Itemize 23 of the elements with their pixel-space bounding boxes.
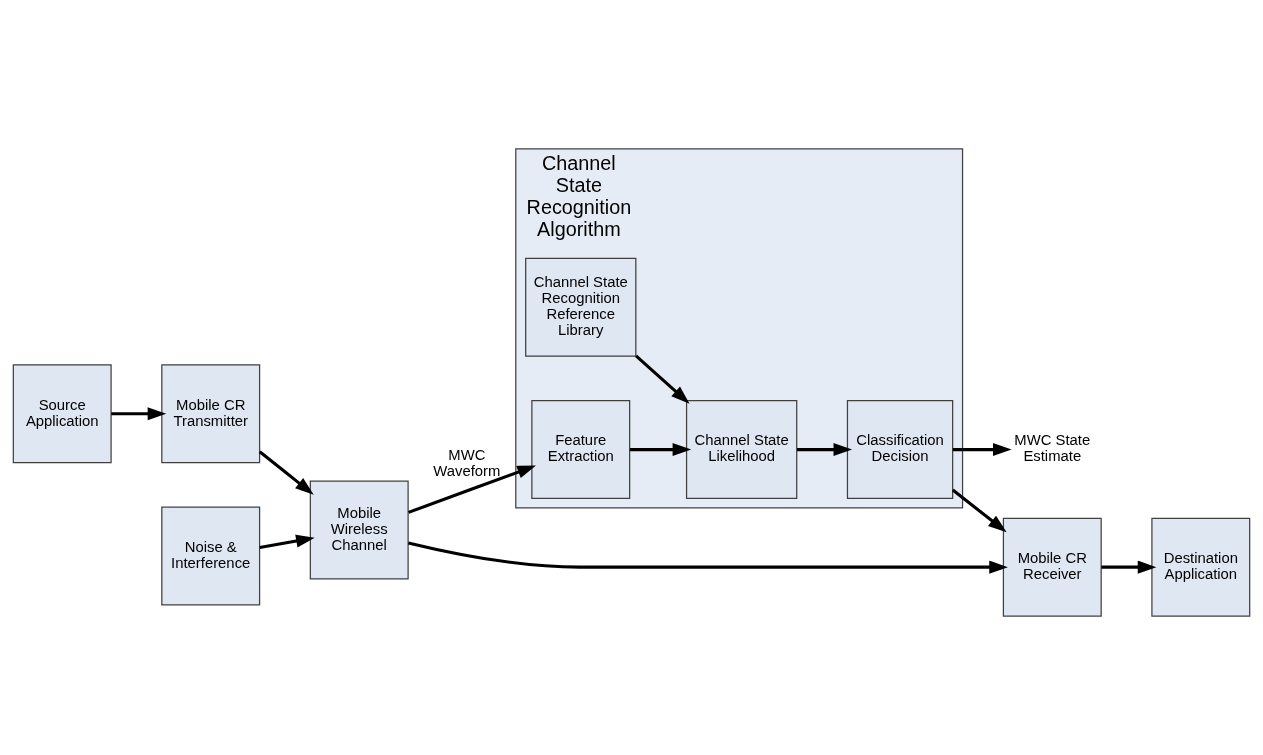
node-box: Feature Extraction (531, 400, 631, 500)
node-box: Channel State Likelihood (685, 400, 798, 500)
arrow (1101, 560, 1157, 574)
node-box: Mobile CR Receiver (1002, 517, 1102, 617)
arrow (951, 488, 1007, 533)
node-box: Mobile Wireless Channel (309, 480, 409, 580)
arrow (259, 534, 315, 550)
node-box: Destination Application (1151, 517, 1251, 617)
node-box: Classification Decision (846, 400, 954, 500)
arrow (629, 443, 692, 457)
arrow (797, 443, 853, 457)
arrow (952, 443, 1012, 457)
node-box: Source Application (12, 364, 112, 464)
arrow (111, 407, 167, 421)
node-box: Noise & Interference (161, 506, 261, 606)
node-text: MWC State Estimate (1014, 432, 1091, 465)
arrow (258, 450, 314, 495)
node-box: Mobile CR Transmitter (161, 364, 261, 464)
arrow (408, 541, 1008, 574)
arrow (635, 354, 690, 404)
edge-label: MWC Waveform (433, 447, 501, 480)
node-box: Channel State Recognition Reference Library (525, 257, 637, 357)
arrow (408, 465, 536, 514)
